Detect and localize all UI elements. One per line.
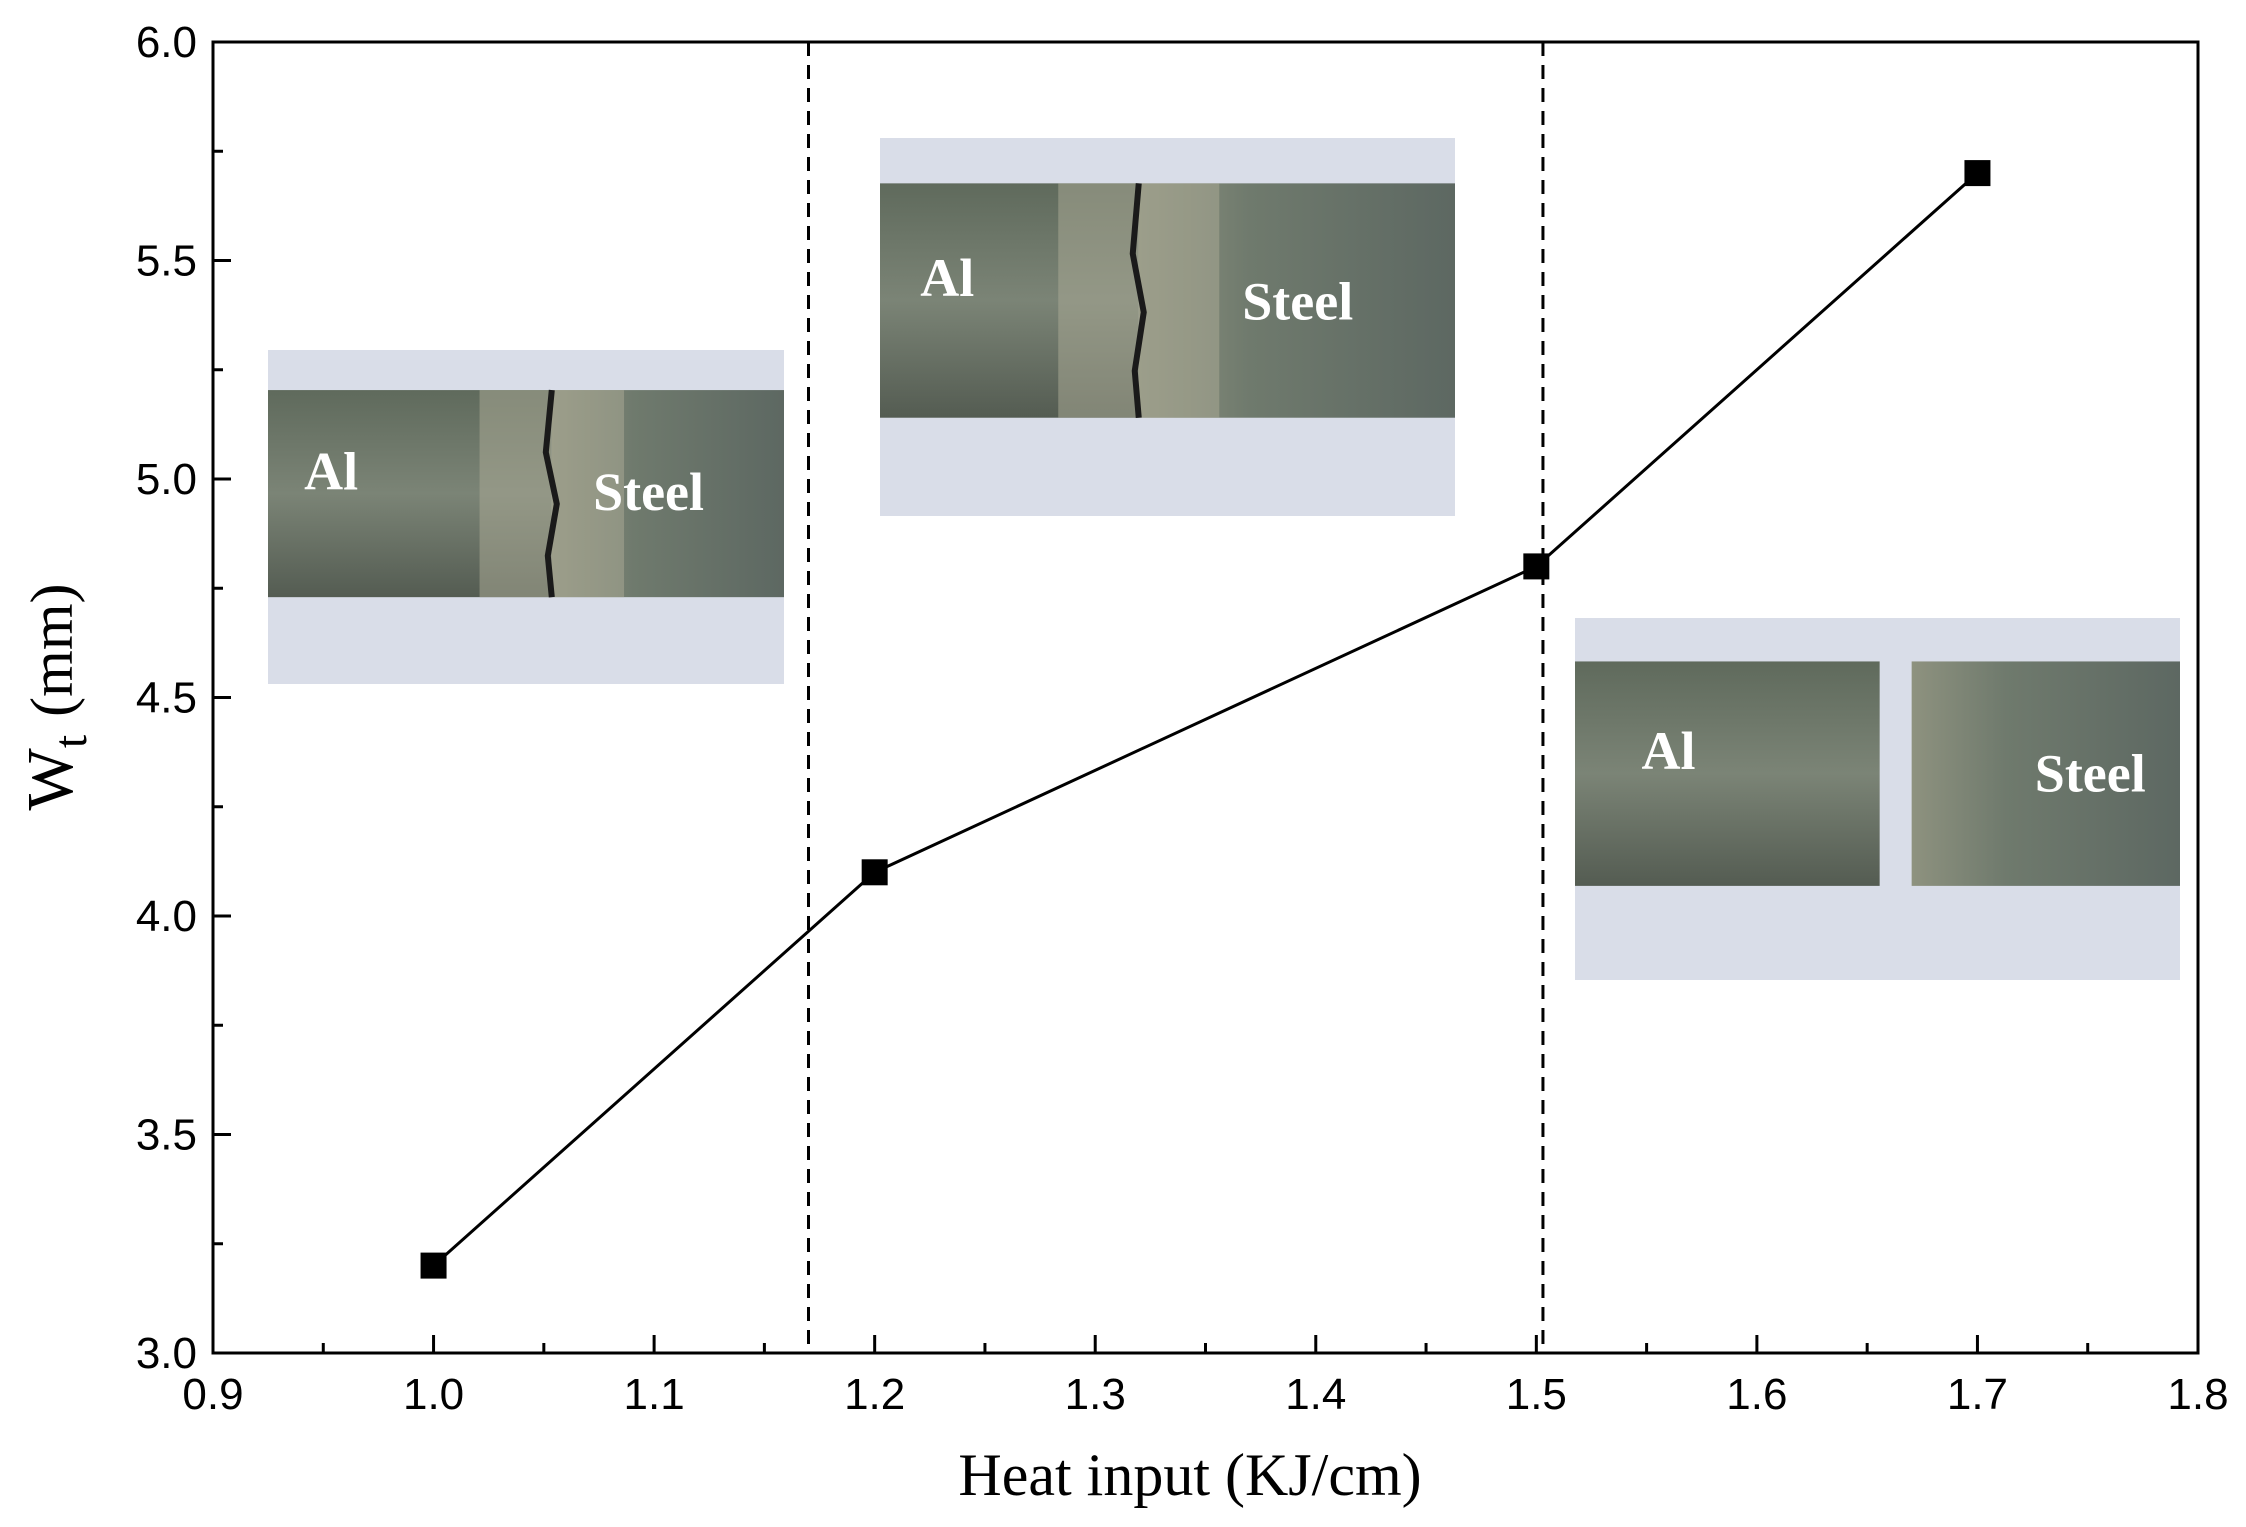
y-axis-title: Wt (mm) xyxy=(14,584,97,811)
inset-steel-strip xyxy=(1911,661,2180,886)
x-tick-label: 1.5 xyxy=(1506,1370,1567,1419)
series-line xyxy=(432,171,1979,1267)
x-tick-label: 1.1 xyxy=(624,1370,685,1419)
x-tick-label: 1.0 xyxy=(403,1370,464,1419)
x-tick-label: 1.7 xyxy=(1947,1370,2008,1419)
x-axis-title: Heat input (KJ/cm) xyxy=(958,1442,1421,1508)
reference-lines xyxy=(807,42,1545,1353)
x-tick-label: 1.6 xyxy=(1726,1370,1787,1419)
data-point xyxy=(1964,160,1991,187)
x-tick-label: 1.2 xyxy=(844,1370,905,1419)
y-axis-title-unit: (mm) xyxy=(19,584,85,717)
inset-label-steel: Steel xyxy=(1242,271,1353,331)
inset-crack xyxy=(542,389,560,598)
x-tick-label: 1.3 xyxy=(1065,1370,1126,1419)
y-tick-label: 3.0 xyxy=(136,1329,197,1378)
inset-photo-1: Al Steel xyxy=(268,350,784,684)
data-point xyxy=(420,1252,447,1279)
inset-label-steel: Steel xyxy=(593,462,704,522)
inset-label-al: Al xyxy=(304,441,358,501)
inset-al-strip xyxy=(1575,661,1880,886)
y-axis-ticks: 3.0 3.5 4.0 4.5 5.0 5.5 6.0 xyxy=(136,18,231,1378)
x-tick-label: 1.8 xyxy=(2167,1370,2228,1419)
y-tick-label: 4.5 xyxy=(136,674,197,723)
inset-crack xyxy=(1129,183,1147,418)
x-tick-label: 1.4 xyxy=(1285,1370,1346,1419)
svg-text:Wt(mm): Wt (mm) xyxy=(14,584,97,811)
inset-label-steel: Steel xyxy=(2035,744,2146,804)
y-axis-title-sub: t xyxy=(44,734,97,748)
inset-label-al: Al xyxy=(920,248,974,308)
series-layer xyxy=(420,160,1991,1279)
y-tick-label: 5.0 xyxy=(136,455,197,504)
y-tick-label: 3.5 xyxy=(136,1111,197,1160)
y-tick-label: 6.0 xyxy=(136,18,197,67)
y-axis-title-main: W xyxy=(14,747,87,810)
y-tick-label: 5.5 xyxy=(136,237,197,286)
y-tick-label: 4.0 xyxy=(136,892,197,941)
data-point xyxy=(861,859,888,886)
x-tick-label: 0.9 xyxy=(182,1370,243,1419)
x-axis-ticks: 0.9 1.0 1.1 1.2 1.3 1.4 1.5 1.6 1.7 1.8 xyxy=(182,1335,2229,1419)
inset-photo-2: Al Steel xyxy=(880,138,1455,516)
inset-label-al: Al xyxy=(1642,721,1696,781)
inset-photo-3: Al Steel xyxy=(1575,618,2180,980)
data-point xyxy=(1523,553,1550,580)
